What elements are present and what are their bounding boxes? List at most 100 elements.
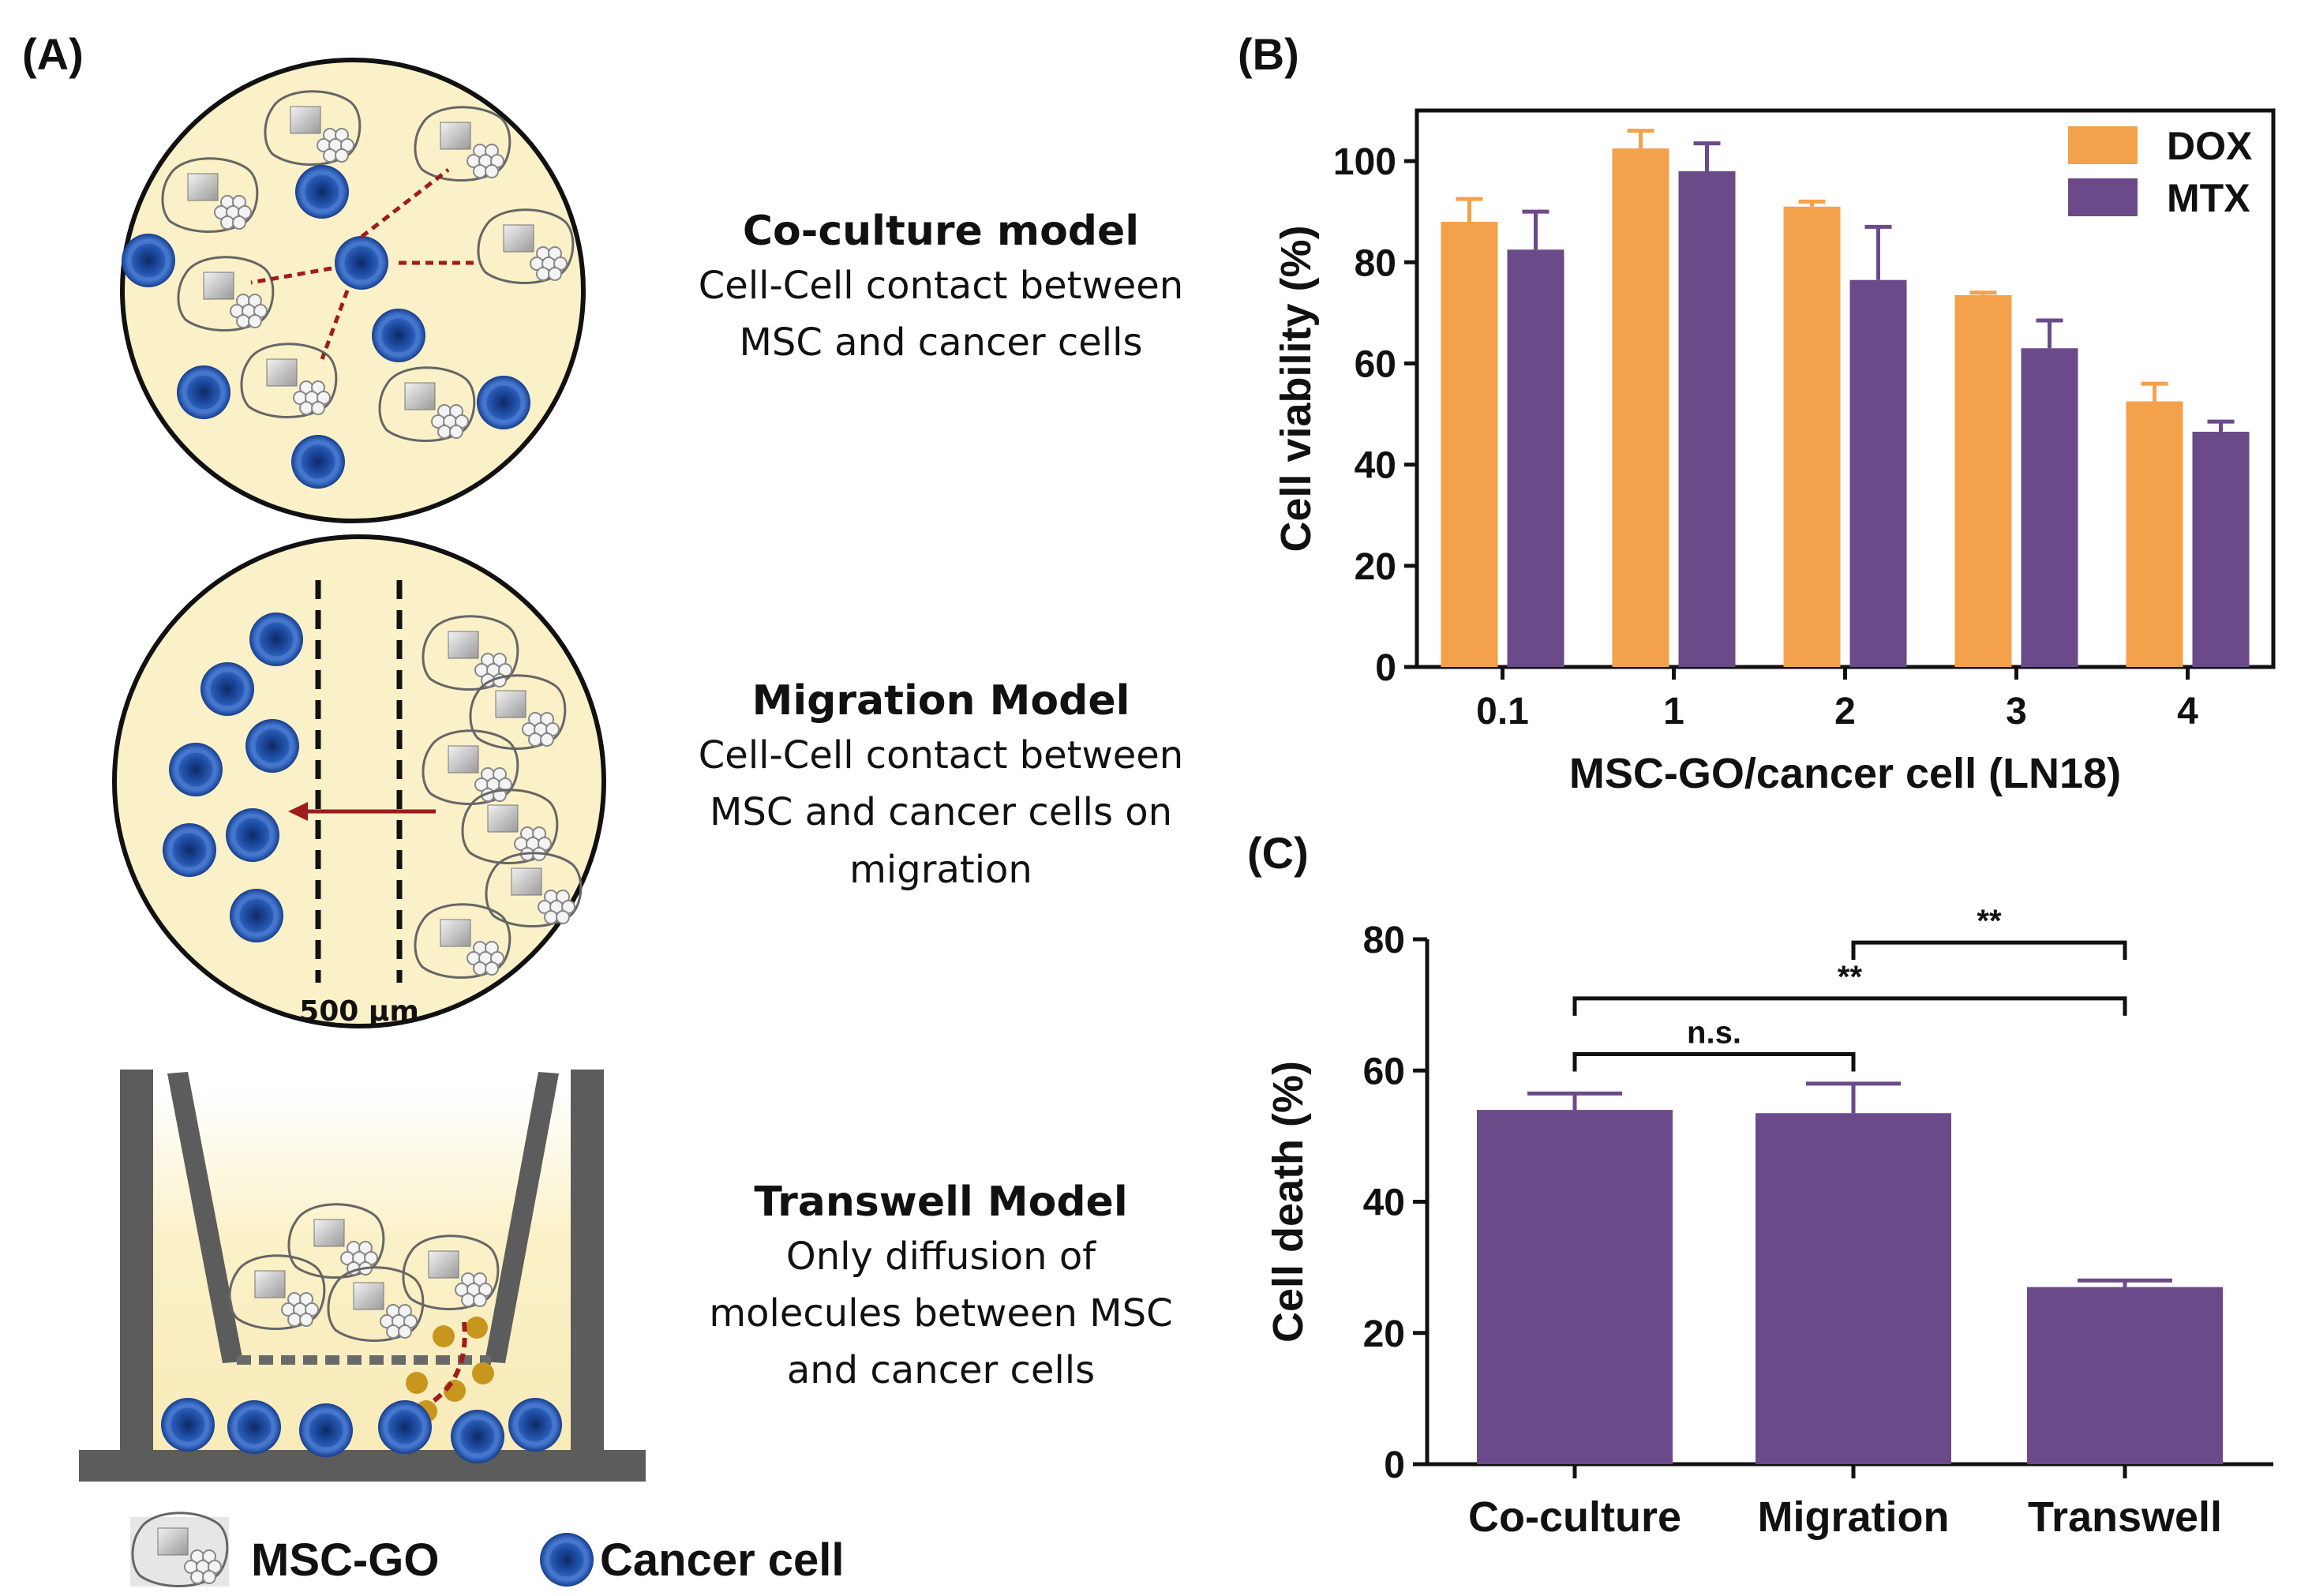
msc-go-legend-label: MSC-GO [251,1534,439,1586]
cancer-cell [249,613,303,666]
x-tick-label: Migration [1758,1493,1950,1541]
coculture-caption: Co-culture model Cell-Cell contact betwe… [699,208,1183,365]
interaction-arrows [250,168,474,360]
transwell-diagram [79,1070,646,1482]
y-tick-label: 0 [1384,1444,1405,1486]
transwell-caption: Transwell Model Only diffusion of molecu… [709,1178,1172,1392]
x-tick-label: 2 [1834,691,1856,732]
bar-mtx-4 [2192,431,2250,667]
migration-title: Migration Model [752,677,1130,725]
transwell-line-1: Only diffusion of [786,1234,1096,1279]
x-tick-label: 3 [2006,691,2027,732]
scale-label: 500 µm [299,995,419,1028]
cancer-cell [291,435,345,489]
cancer-cell [335,236,388,290]
bar-mtx-0_1 [1507,249,1564,667]
cancer-cell [451,1410,504,1463]
panel-label-a: (A) [22,29,84,79]
cancer-cell [200,662,254,716]
diffusion-arrow [431,1321,467,1404]
bar-transwell [2027,1287,2223,1464]
x-axis-label: MSC-GO/cancer cell (LN18) [1569,750,2121,797]
y-tick-label: 60 [1355,343,1396,385]
cancer-cell [295,165,349,219]
migration-arrow [288,802,436,821]
cancer-cell [161,1398,215,1452]
bar-mtx-3 [2021,348,2078,667]
y-tick-label: 80 [1363,920,1405,961]
bar-co-culture [1477,1110,1673,1464]
migration-line-2: MSC and cancer cells on [710,790,1172,834]
migration-line-1: Cell-Cell contact between [699,733,1183,777]
significance-bracket [1572,1051,1856,1072]
y-tick-label: 20 [1355,546,1396,588]
cancer-cell [227,1400,281,1454]
x-tick-label: Transwell [2028,1493,2222,1541]
y-tick-label: 100 [1333,141,1396,183]
migration-dish: 500 µm [112,534,606,1028]
transwell-title: Transwell Model [754,1178,1127,1226]
y-axis-label: Cell death (%) [1265,1061,1312,1343]
bar-dox-2 [1783,206,1841,668]
cancer-cell [245,719,299,773]
panel-label-b: (B) [1238,29,1299,79]
legend-label-mtx: MTX [2167,176,2250,220]
cancer-cell [177,365,230,419]
y-tick-label: 60 [1363,1051,1405,1092]
insert-wall-left [167,1072,243,1363]
cancer-cell [372,309,425,362]
cancer-cell [299,1403,353,1457]
cancer-cell-legend-label: Cancer cell [600,1534,845,1586]
significance-label: ** [1977,904,2002,938]
x-tick-label: 4 [2177,691,2198,732]
bar-dox-3 [1954,294,2012,667]
significance-label: n.s. [1687,1015,1741,1050]
cancer-cell [378,1400,432,1454]
cancer-cell [163,823,216,877]
transwell-line-3: and cancer cells [787,1348,1095,1392]
bar-dox-1 [1612,148,1669,667]
significance-bracket [1851,940,2127,961]
cancer-cell [226,808,279,862]
y-tick-label: 40 [1355,445,1396,487]
y-axis-label: Cell viability (%) [1272,225,1320,552]
significance-bracket [1572,996,2127,1016]
bar-dox-0_1 [1441,222,1498,667]
bar-mtx-1 [1678,170,1736,668]
cancer-cell [230,889,283,942]
x-tick-label: 1 [1663,691,1684,732]
x-tick-label: Co-culture [1468,1493,1681,1541]
coculture-line-2: MSC and cancer cells [740,320,1143,365]
panel-label-c: (C) [1247,828,1309,878]
y-tick-label: 40 [1363,1182,1405,1224]
y-tick-label: 80 [1355,242,1396,284]
bar-migration [1756,1113,1951,1464]
well-wall-left [120,1070,153,1456]
cancer-cell-legend-icon [540,1533,594,1587]
well-base [79,1450,646,1482]
significance-label: ** [1838,960,1863,995]
cancer-cell [477,376,530,429]
panel-a: (A) Co-cultu [22,29,1183,1587]
y-tick-label: 20 [1363,1313,1405,1355]
migration-line-3: migration [849,848,1032,892]
coculture-dish [122,58,586,523]
insert-wall-right [485,1072,559,1363]
legend-label-dox: DOX [2167,124,2252,168]
bar-dox-4 [2126,401,2183,667]
coculture-line-1: Cell-Cell contact between [699,264,1183,308]
cancer-cell [508,1398,562,1452]
bar-mtx-2 [1849,279,1907,667]
x-tick-label: 0.1 [1476,691,1529,732]
legend-swatch-mtx [2068,178,2138,216]
transwell-line-2: molecules between MSC [709,1291,1172,1336]
migration-caption: Migration Model Cell-Cell contact betwee… [699,677,1183,892]
cancer-cell [169,743,223,796]
coculture-title: Co-culture model [743,208,1139,255]
cell-legend: MSC-GO Cancer cell [130,1512,845,1587]
well-wall-right [571,1070,604,1456]
